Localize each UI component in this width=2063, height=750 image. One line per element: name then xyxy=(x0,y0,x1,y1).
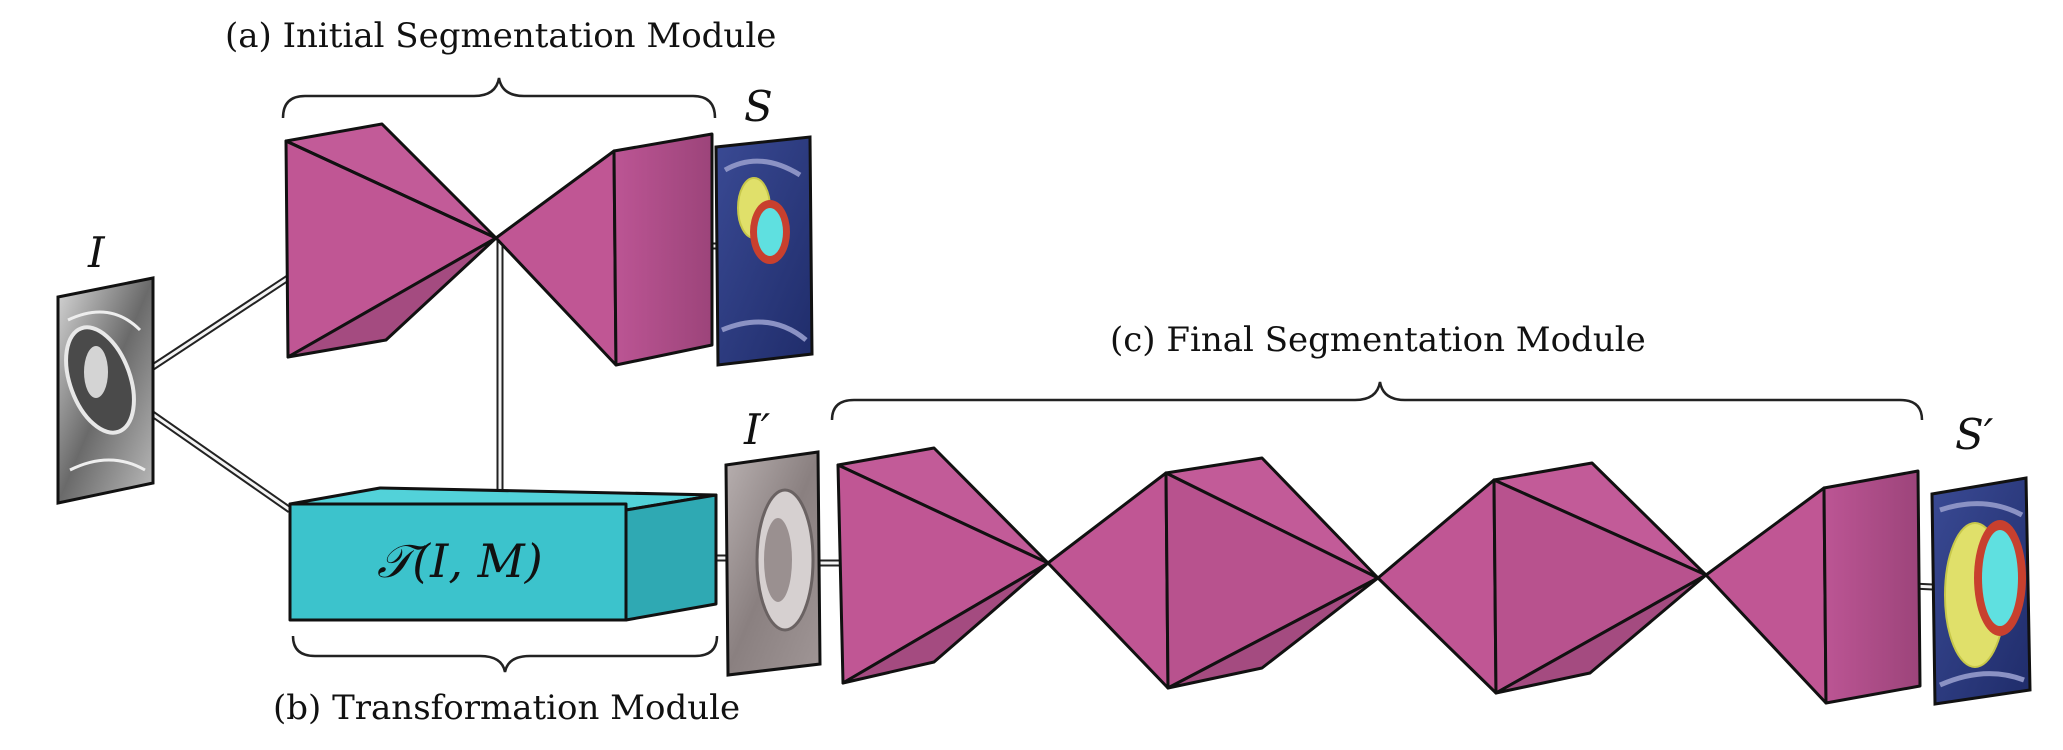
symbol-seg-s: S xyxy=(744,82,773,131)
caption-initial-segmentation: (a) Initial Segmentation Module xyxy=(225,16,777,56)
segmentation-output-s xyxy=(714,135,814,367)
symbol-input-i: I xyxy=(88,228,105,277)
braces xyxy=(281,77,1924,673)
symbol-final-sprime: S′ xyxy=(1955,410,1994,459)
input-image xyxy=(56,276,155,505)
caption-final-segmentation: (c) Final Segmentation Module xyxy=(1110,320,1646,360)
transform-formula: 𝒯(I, M) xyxy=(377,534,543,588)
transformed-image xyxy=(724,450,822,677)
brace-final xyxy=(830,381,1924,421)
final-segmentation-network xyxy=(836,446,1922,705)
symbol-transformed-iprime: I′ xyxy=(744,405,771,454)
transformation-box xyxy=(288,486,718,622)
caption-transformation: (b) Transformation Module xyxy=(273,688,741,728)
initial-segmentation-network xyxy=(284,122,714,367)
final-segmentation-output xyxy=(1930,476,2032,706)
brace-initial xyxy=(281,77,717,119)
brace-transformation xyxy=(291,635,719,673)
